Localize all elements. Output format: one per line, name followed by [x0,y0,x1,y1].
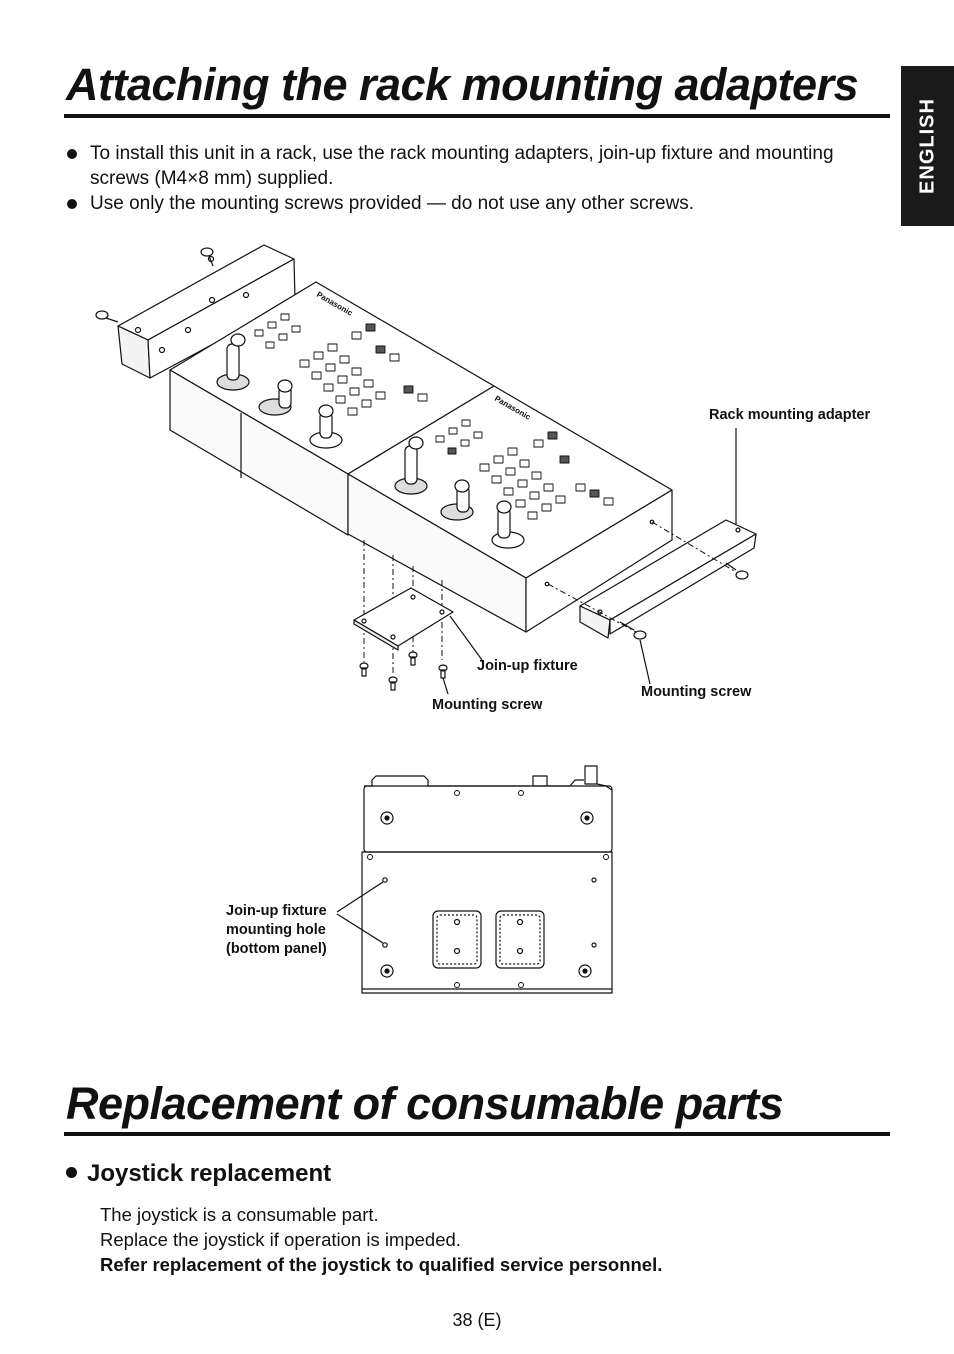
bullet-icon [66,1167,77,1179]
bottom-panel-diagram [336,765,613,994]
screw-icon [619,621,647,640]
rack-adapter-label: Rack mounting adapter [709,407,871,423]
screw-icon [200,247,214,267]
joinup-fixture-label: Join-up fixture [477,658,578,674]
screw-icon [408,651,418,666]
screw-icon [359,662,369,677]
screw-icon [380,811,394,825]
subsection-heading: Joystick replacement [66,1159,331,1189]
service-warning: Refer replacement of the joystick to qua… [100,1254,663,1275]
instruction-item: To install this unit in a rack, use the … [66,141,892,191]
mounting-hole-label-line: (bottom panel) [226,941,327,957]
screw-icon [438,664,448,679]
instruction-list: To install this unit in a rack, use the … [66,141,892,216]
subsection-heading-text: Joystick replacement [87,1160,332,1187]
screw-icon [95,310,119,323]
joystick-replacement-text: The joystick is a consumable part. Repla… [100,1202,662,1277]
mounting-hole-label-line: Join-up fixture [226,903,327,919]
section-title-consumables: Replacement of consumable parts [66,1078,784,1129]
right-rack-adapter [579,519,757,639]
title-underline [64,114,890,118]
isometric-installation-diagram: Panasonic [95,244,757,695]
controller-unit-right: Panasonic [347,385,673,633]
joinup-mounting-hole [382,877,388,883]
joystick-access-panel [432,910,482,969]
mounting-hole-label-line: mounting hole [226,922,326,938]
paragraph-line: Replace the joystick if operation is imp… [100,1229,461,1250]
screw-icon [380,964,394,978]
mounting-hole-label: Join-up fixture mounting hole (bottom pa… [226,902,327,959]
section-title-rack-mounting: Attaching the rack mounting adapters [66,59,859,110]
joystick-access-panel [495,910,545,969]
language-tab: ENGLISH [901,66,954,226]
screw-icon [578,964,592,978]
screw-icon [580,811,594,825]
mounting-screw-label-right: Mounting screw [641,684,752,700]
paragraph-line: The joystick is a consumable part. [100,1204,379,1225]
left-rack-adapter [117,244,296,379]
instruction-item: Use only the mounting screws provided — … [66,191,892,216]
page-number: 38 (E) [452,1310,502,1330]
title-underline [64,1132,890,1136]
joinup-fixture-plate [353,587,454,651]
joinup-mounting-hole [382,942,388,948]
screw-icon [725,562,749,580]
screw-icon [388,676,398,691]
mounting-screw-label-left: Mounting screw [432,697,543,713]
